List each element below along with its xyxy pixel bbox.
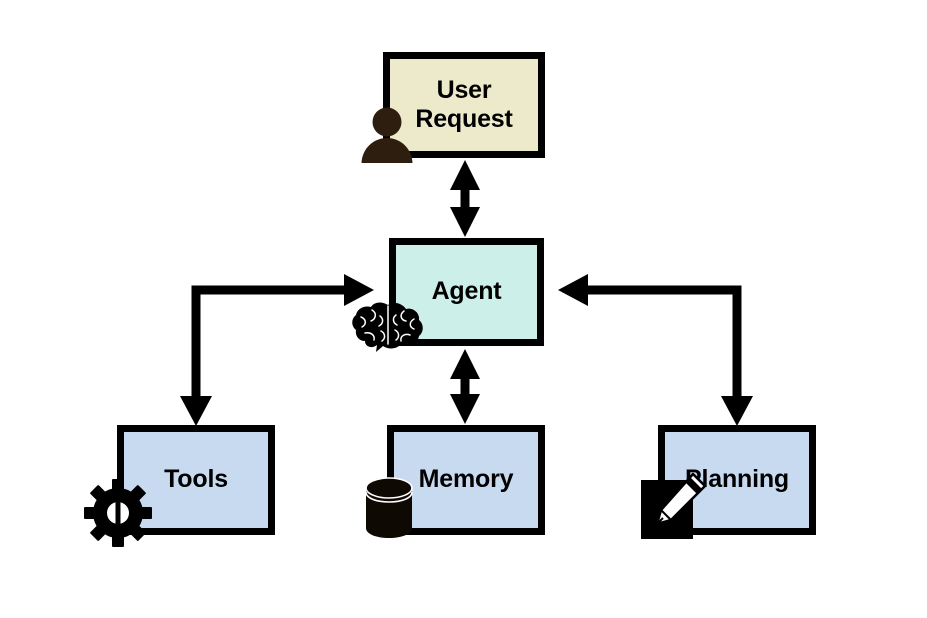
node-memory[interactable]: Memory [387, 425, 545, 535]
node-user-request[interactable]: User Request [383, 52, 545, 158]
connector-agent-memory [450, 349, 480, 424]
node-user-request-label: User Request [415, 75, 513, 134]
node-agent[interactable]: Agent [389, 238, 544, 346]
node-memory-label: Memory [418, 465, 514, 494]
node-tools[interactable]: Tools [117, 425, 275, 535]
connector-planning-agent [558, 274, 753, 426]
connector-user-request-agent [450, 160, 480, 237]
connector-tools-agent [180, 274, 374, 426]
node-planning[interactable]: Planning [658, 425, 816, 535]
node-agent-label: Agent [431, 277, 502, 306]
node-tools-label: Tools [164, 465, 228, 494]
node-planning-label: Planning [685, 465, 789, 494]
